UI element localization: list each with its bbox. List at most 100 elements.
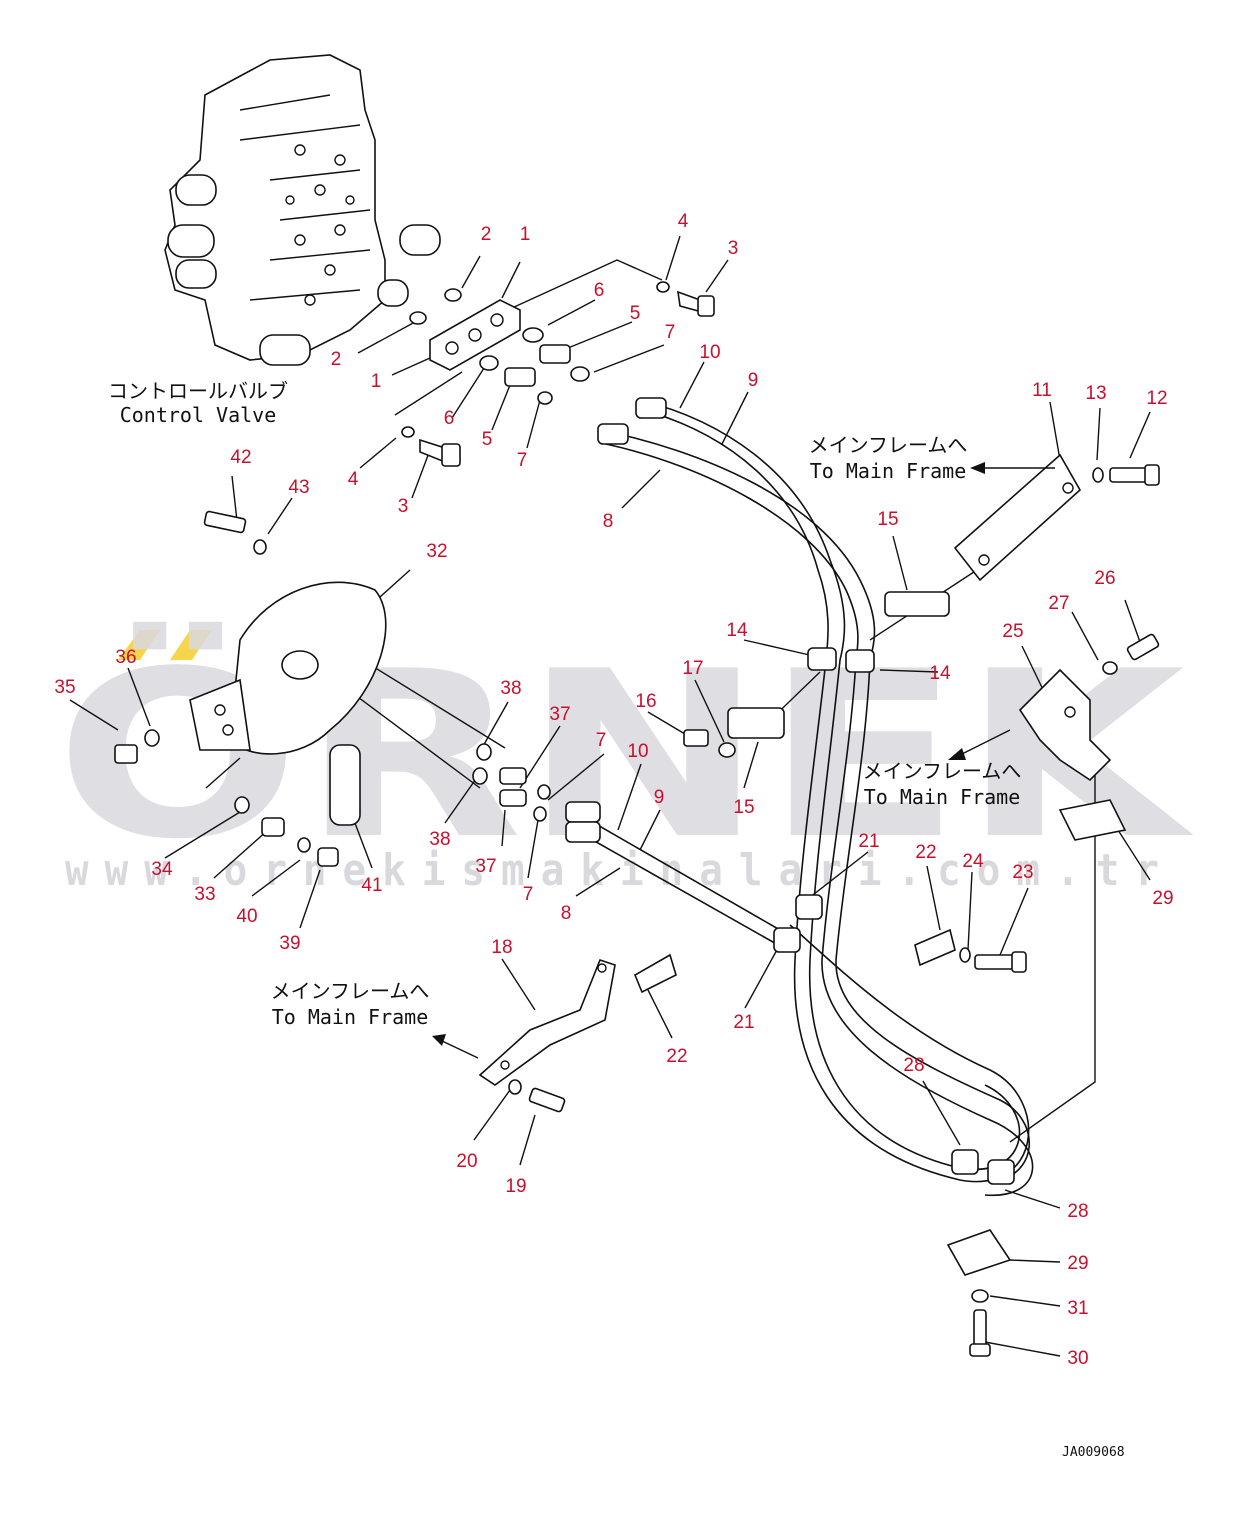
callout: 16 [635, 691, 656, 712]
callout: 9 [748, 370, 759, 391]
callout: 6 [594, 280, 605, 301]
bracket-25 [1018, 633, 1160, 782]
control-valve-label-jp: コントロールバルブ [108, 379, 288, 403]
watermark: ÖRNEK www.ornekismakinalari.com.tr [55, 621, 1195, 896]
watermark-url: www.ornekismakinalari.com.tr [65, 845, 1175, 896]
main-frame-labels: メインフレームへ To Main Frame メインフレームへ To Main … [271, 433, 1022, 1029]
callouts: 2 1 4 3 6 5 7 10 9 2 1 6 5 7 4 3 8 11 13… [54, 211, 1173, 1369]
callout: 12 [1146, 388, 1167, 409]
valve-spool-3 [175, 259, 217, 289]
small-fittings [234, 743, 551, 867]
callout: 7 [517, 450, 528, 471]
callout: 33 [194, 884, 215, 905]
clamps [773, 647, 1015, 1185]
valve-spool-1 [175, 174, 217, 206]
callout: 1 [371, 371, 382, 392]
bolts-3 [419, 290, 715, 467]
callout: 38 [500, 678, 521, 699]
callout: 4 [678, 211, 689, 232]
cover-32 [114, 510, 387, 826]
valve-spool-4 [399, 224, 441, 256]
callout: 11 [1032, 380, 1052, 401]
valve-spool-5 [377, 279, 409, 307]
flange-plate [401, 281, 670, 438]
callout: 29 [1067, 1253, 1088, 1274]
bracket-11 [953, 453, 1160, 582]
watermark-accent-right [170, 630, 212, 660]
callout: 4 [348, 469, 359, 490]
main-frame-label-3-en: To Main Frame [272, 1005, 429, 1029]
callout: 14 [929, 663, 951, 684]
clamps-22-29 [633, 799, 1127, 1357]
callout: 27 [1048, 593, 1069, 614]
drawing-code: JA009068 [1062, 1445, 1125, 1460]
bracket-18 [478, 959, 616, 1113]
callout: 5 [482, 429, 493, 450]
callout: 7 [523, 884, 534, 905]
callout: 19 [505, 1176, 526, 1197]
leader-lines [69, 235, 1151, 1357]
callout: 24 [962, 851, 984, 872]
callout: 8 [603, 511, 614, 532]
callout: 17 [682, 658, 703, 679]
callout: 10 [627, 741, 648, 762]
callout: 2 [331, 349, 342, 370]
callout: 31 [1067, 1298, 1088, 1319]
main-frame-label-1-jp: メインフレームへ [809, 433, 968, 457]
callout: 5 [630, 303, 641, 324]
callout: 34 [151, 859, 173, 880]
callout: 29 [1152, 888, 1173, 909]
callout: 22 [666, 1046, 687, 1067]
callout: 39 [279, 933, 300, 954]
callout: 7 [596, 730, 607, 751]
main-frame-label-2-en: To Main Frame [864, 785, 1021, 809]
callout: 3 [398, 496, 409, 517]
clamp-15 [683, 591, 950, 758]
callout: 18 [491, 937, 512, 958]
callout: 6 [444, 408, 455, 429]
main-frame-label-2-jp: メインフレームへ [863, 759, 1022, 783]
control-valve-label-en: Control Valve [120, 403, 277, 427]
callout: 7 [665, 322, 676, 343]
callout: 25 [1002, 621, 1023, 642]
callout: 22 [915, 842, 936, 863]
watermark-accent-left [118, 630, 160, 660]
callout: 30 [1067, 1348, 1088, 1369]
callout: 15 [733, 797, 754, 818]
callout: 32 [426, 541, 447, 562]
hoses-upper [597, 397, 876, 661]
callout: 37 [549, 704, 570, 725]
callout: 23 [1012, 862, 1033, 883]
callout: 28 [903, 1055, 924, 1076]
callout: 41 [361, 875, 382, 896]
callout: 43 [288, 477, 309, 498]
callout: 10 [699, 342, 720, 363]
callout: 35 [54, 677, 75, 698]
main-frame-label-3-jp: メインフレームへ [271, 979, 430, 1003]
callout: 14 [726, 620, 748, 641]
callout: 20 [456, 1151, 477, 1172]
callout: 40 [236, 906, 257, 927]
valve-spool-6 [259, 334, 311, 366]
fittings [504, 344, 590, 405]
callout: 21 [733, 1012, 754, 1033]
main-frame-label-1-en: To Main Frame [810, 459, 967, 483]
callout: 38 [429, 829, 450, 850]
callout: 28 [1067, 1201, 1088, 1222]
callout: 1 [520, 224, 531, 245]
callout: 37 [475, 856, 496, 877]
callout: 15 [877, 509, 898, 530]
frame-arrows [432, 462, 1055, 1059]
callout: 2 [481, 224, 492, 245]
callout: 36 [115, 647, 136, 668]
callout: 3 [728, 238, 739, 259]
callout: 42 [230, 447, 251, 468]
control-valve: コントロールバルブ Control Valve [108, 54, 441, 427]
callout: 26 [1094, 568, 1115, 589]
hoses-lower [565, 659, 1034, 1196]
callout: 9 [654, 787, 665, 808]
callout: 8 [561, 903, 572, 924]
callout: 21 [858, 831, 879, 852]
callout: 13 [1085, 383, 1106, 404]
